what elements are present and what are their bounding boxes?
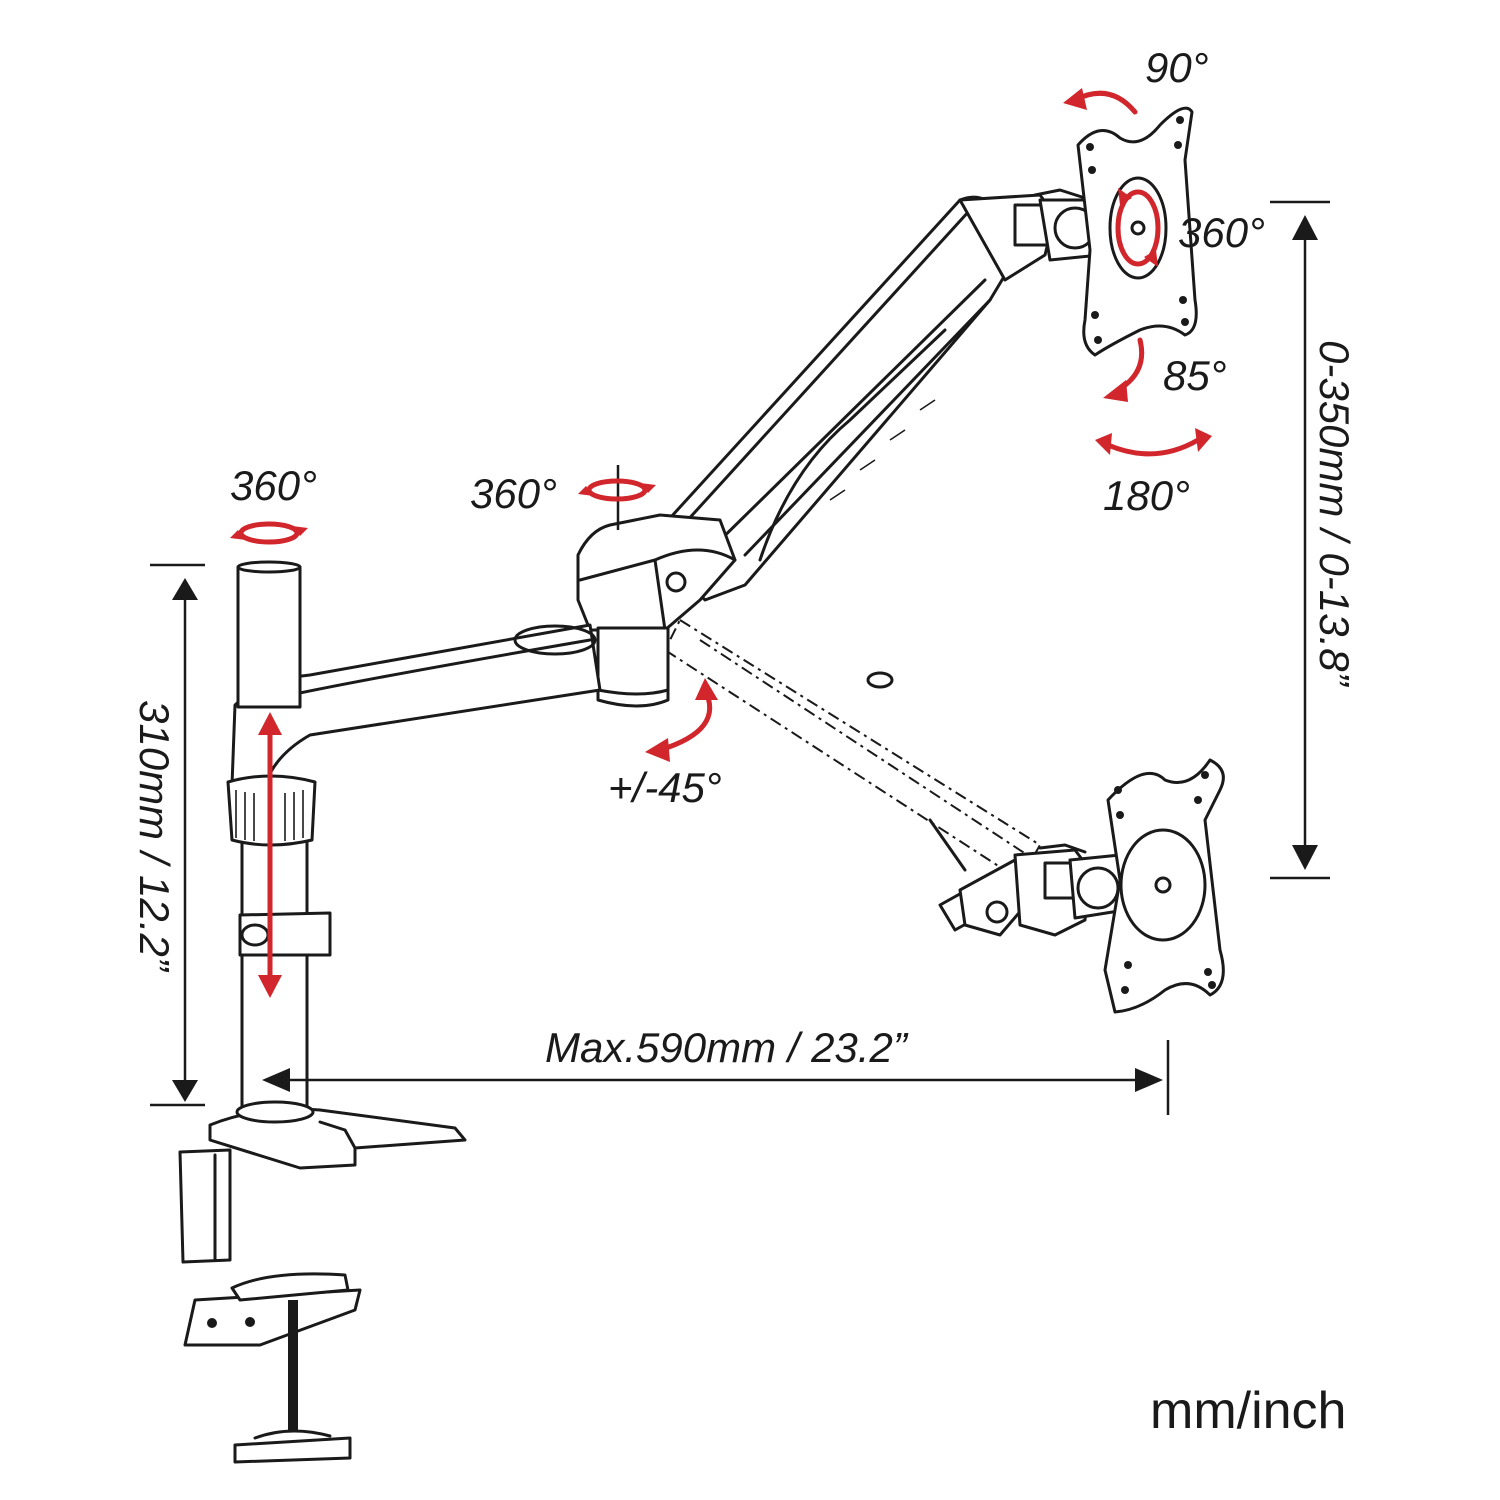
desk-clamp-base [178, 1100, 467, 1464]
lower-arm-position [663, 618, 1047, 937]
vertical-range-label: 0-350mm / 0-13.8” [1311, 340, 1358, 687]
lower-vesa-plate [1103, 758, 1225, 1014]
elbow-joint [576, 513, 737, 708]
head-rotation-label: 360° [1178, 209, 1265, 256]
dimension-lines [150, 200, 1330, 1115]
head-tilt-down-arrow-icon [1103, 337, 1145, 402]
head-tilt-top-label: 90° [1145, 44, 1209, 91]
elbow-rotation-label: 360° [470, 470, 557, 517]
head-rotation-arrow-icon [1115, 188, 1161, 267]
arm-tilt-label: +/-45° [608, 764, 722, 811]
head-swivel-label: 180° [1103, 472, 1190, 519]
arm-tilt-arrow-icon [645, 678, 718, 762]
height-adjust-arrow-icon [258, 712, 282, 998]
pole-rotation-arrow-icon [230, 521, 308, 545]
lower-head-joint [1013, 843, 1127, 937]
head-swivel-arrow-icon [1095, 428, 1212, 457]
head-tilt-down-label: 85° [1163, 352, 1227, 399]
upper-arm [648, 193, 1057, 602]
units-label: mm/inch [1150, 1382, 1346, 1440]
head-tilt-up-arrow-icon [1063, 88, 1138, 115]
elbow-rotation-arrow-icon [578, 478, 656, 502]
max-reach-label: Max.590mm / 23.2” [545, 1024, 909, 1071]
upper-vesa-plate [1076, 106, 1198, 357]
pole [226, 560, 332, 1112]
pole-height-label: 310mm / 12.2” [131, 700, 178, 973]
pole-rotation-label: 360° [230, 462, 317, 509]
motion-arrows [230, 88, 1212, 998]
